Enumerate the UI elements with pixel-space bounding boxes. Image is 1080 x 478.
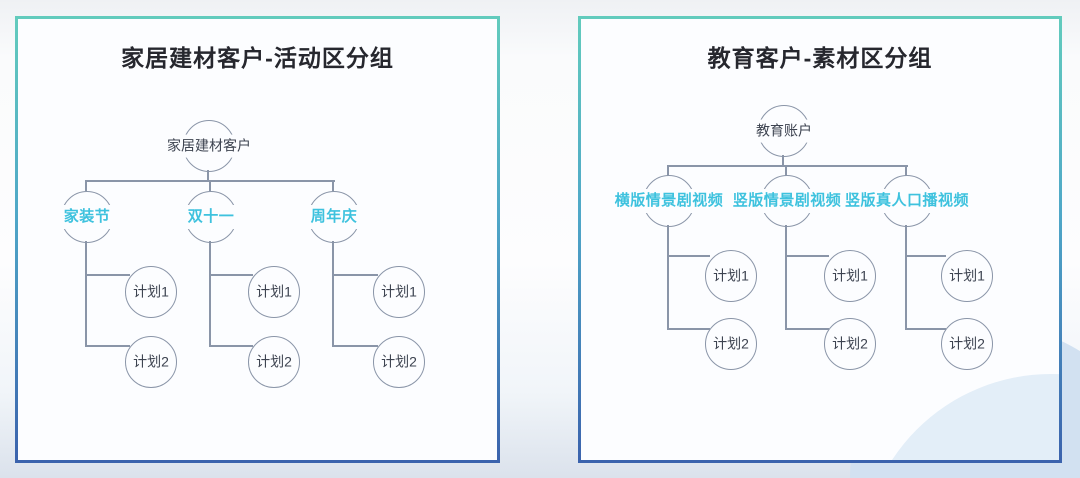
edge-plan-link bbox=[85, 274, 130, 276]
edge-branch-drop bbox=[667, 165, 669, 176]
edge-plan-link bbox=[85, 345, 130, 347]
edge-plan-link bbox=[209, 274, 253, 276]
tree-node-root: 教育账户 bbox=[752, 105, 816, 157]
edge-plan-link bbox=[209, 345, 253, 347]
tree-node-branch: 竖版真人口播视频 bbox=[840, 175, 974, 227]
tree-node-plan: 计划1 bbox=[125, 266, 177, 318]
node-label: 计划2 bbox=[252, 350, 296, 374]
tree-node-plan: 计划2 bbox=[125, 336, 177, 388]
tree-node-branch: 周年庆 bbox=[306, 191, 362, 243]
panel-title: 教育客户-素材区分组 bbox=[707, 45, 933, 71]
edge-branch-drop bbox=[85, 180, 87, 191]
tree-node-branch: 家装节 bbox=[59, 191, 115, 243]
edge-plan-link bbox=[905, 328, 946, 330]
node-label: 计划2 bbox=[129, 350, 173, 374]
edge-plan-link bbox=[332, 274, 378, 276]
panel-education-material: 教育客户-素材区分组 教育账户 横版情景剧视频 bbox=[578, 16, 1062, 463]
tree-node-plan: 计划2 bbox=[824, 318, 876, 370]
node-label: 计划1 bbox=[709, 264, 753, 288]
edge-plan-link bbox=[905, 255, 946, 257]
node-label: 计划1 bbox=[377, 280, 421, 304]
edge-branch-downline bbox=[785, 225, 787, 330]
tree-node-branch: 横版情景剧视频 bbox=[610, 175, 728, 227]
tree-node-plan: 计划2 bbox=[248, 336, 300, 388]
tree-node-plan: 计划2 bbox=[941, 318, 993, 370]
node-label: 竖版情景剧视频 bbox=[728, 189, 846, 213]
node-label: 家装节 bbox=[59, 205, 115, 229]
edge-branch-drop bbox=[785, 165, 787, 176]
edge-branch-downline bbox=[85, 241, 87, 347]
node-label: 周年庆 bbox=[306, 205, 362, 229]
node-label: 双十一 bbox=[183, 205, 239, 229]
node-label: 计划2 bbox=[828, 332, 872, 356]
node-label: 计划2 bbox=[945, 332, 989, 356]
tree-node-plan: 计划2 bbox=[373, 336, 425, 388]
node-label: 计划1 bbox=[945, 264, 989, 288]
edge-branch-drop bbox=[209, 180, 211, 191]
edge-branch-drop bbox=[905, 165, 907, 176]
tree-node-plan: 计划1 bbox=[373, 266, 425, 318]
edge-root-drop bbox=[207, 170, 209, 181]
node-label: 计划1 bbox=[129, 280, 173, 304]
tree-node-plan: 计划2 bbox=[705, 318, 757, 370]
edge-branch-drop bbox=[332, 180, 334, 191]
node-label: 计划1 bbox=[252, 280, 296, 304]
node-label: 教育账户 bbox=[752, 119, 816, 143]
edge-plan-link bbox=[785, 255, 829, 257]
edge-plan-link bbox=[785, 328, 829, 330]
tree-node-branch: 竖版情景剧视频 bbox=[728, 175, 846, 227]
node-label: 竖版真人口播视频 bbox=[840, 189, 974, 213]
node-label: 计划2 bbox=[377, 350, 421, 374]
tree-node-plan: 计划1 bbox=[824, 250, 876, 302]
tree-node-root: 家居建材客户 bbox=[163, 120, 255, 172]
tree-node-plan: 计划1 bbox=[705, 250, 757, 302]
tree-node-branch: 双十一 bbox=[183, 191, 239, 243]
edge-plan-link bbox=[667, 255, 710, 257]
edge-plan-link bbox=[667, 328, 710, 330]
edge-branch-downline bbox=[667, 225, 669, 330]
org-tree-education: 教育账户 横版情景剧视频 竖版情景剧视频 竖版真人口播视频 计划1 计划2 计划… bbox=[581, 19, 1059, 460]
node-label: 计划2 bbox=[709, 332, 753, 356]
tree-node-plan: 计划1 bbox=[248, 266, 300, 318]
node-label: 计划1 bbox=[828, 264, 872, 288]
edge-plan-link bbox=[332, 345, 378, 347]
node-label: 家居建材客户 bbox=[163, 134, 255, 158]
node-label: 横版情景剧视频 bbox=[610, 189, 728, 213]
edge-branch-downline bbox=[905, 225, 907, 330]
edge-branch-downline bbox=[209, 241, 211, 347]
edge-root-drop bbox=[782, 155, 784, 166]
edge-branch-bar bbox=[668, 165, 908, 167]
panel-title: 家居建材客户-活动区分组 bbox=[121, 45, 394, 71]
edge-branch-downline bbox=[332, 241, 334, 347]
tree-node-plan: 计划1 bbox=[941, 250, 993, 302]
org-tree-home: 家居建材客户 家装节 双十一 周年庆 计划1 计划2 计划1 计划2 bbox=[18, 19, 497, 460]
panel-home-activity: 家居建材客户-活动区分组 家居建材客户 家装节 bbox=[15, 16, 500, 463]
